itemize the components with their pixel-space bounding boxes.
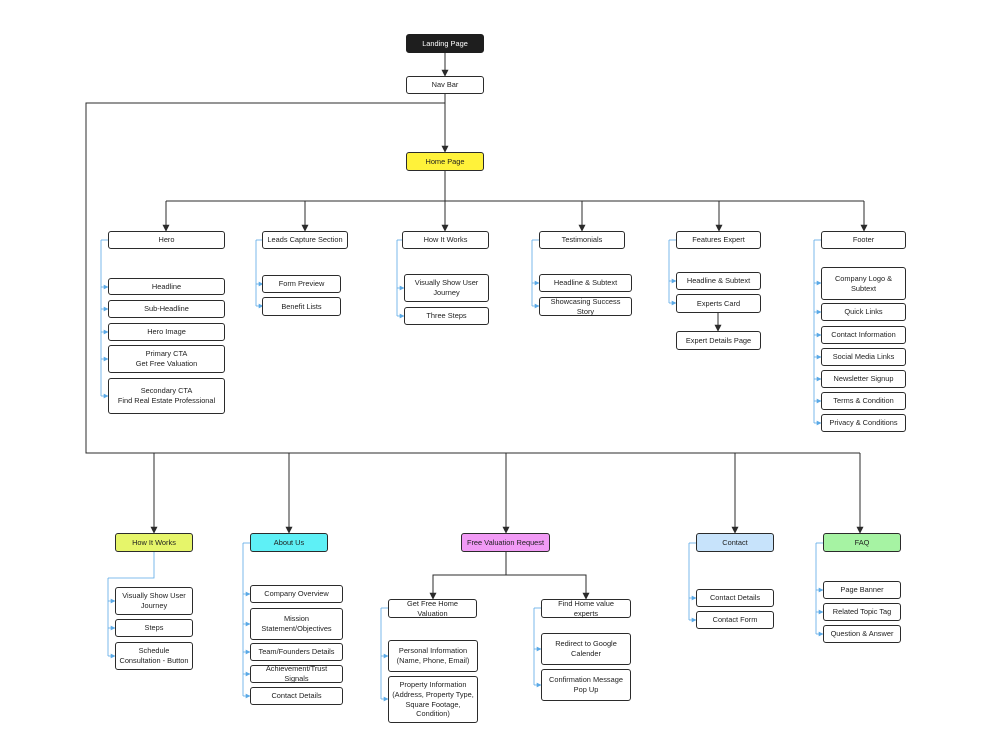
hiwp-bracket-top bbox=[108, 552, 155, 579]
footer-newsletter-node[interactable]: Newsletter Signup bbox=[821, 370, 906, 388]
hero-secondary-cta-node[interactable]: Secondary CTA Find Real Estate Professio… bbox=[108, 378, 225, 414]
home-page-node[interactable]: Home Page bbox=[406, 152, 484, 171]
footer-social-node[interactable]: Social Media Links bbox=[821, 348, 906, 366]
contact-details-node[interactable]: Contact Details bbox=[696, 589, 774, 607]
footer-logo-node[interactable]: Company Logo & Subtext bbox=[821, 267, 906, 300]
about-company-overview-node[interactable]: Company Overview bbox=[250, 585, 343, 603]
testimonials-success-story-node[interactable]: Showcasing Success Story bbox=[539, 297, 632, 316]
connectors bbox=[85, 53, 868, 702]
faq-page-node[interactable]: FAQ bbox=[823, 533, 901, 552]
features-expert-node[interactable]: Features Expert bbox=[676, 231, 761, 249]
connector-valuation-left bbox=[429, 552, 507, 600]
about-team-node[interactable]: Team/Founders Details bbox=[250, 643, 343, 661]
leads-capture-node[interactable]: Leads Capture Section bbox=[262, 231, 348, 249]
nav-bar-node[interactable]: Nav Bar bbox=[406, 76, 484, 94]
about-contact-details-node[interactable]: Contact Details bbox=[250, 687, 343, 705]
footer-quick-links-node[interactable]: Quick Links bbox=[821, 303, 906, 321]
hiw-visually-show-node[interactable]: Visually Show User Journey bbox=[404, 274, 489, 302]
benefit-lists-node[interactable]: Benefit Lists bbox=[262, 297, 341, 316]
about-achievement-node[interactable]: Achievement/Trust Signals bbox=[250, 664, 343, 683]
connector-valuation-right bbox=[506, 574, 590, 600]
footer-contact-info-node[interactable]: Contact Information bbox=[821, 326, 906, 344]
hero-subheadline-node[interactable]: Sub-Headline bbox=[108, 300, 225, 318]
hero-image-node[interactable]: Hero Image bbox=[108, 323, 225, 341]
testimonials-node[interactable]: Testimonials bbox=[539, 231, 625, 249]
personal-information-node[interactable]: Personal Information (Name, Phone, Email… bbox=[388, 640, 478, 672]
faq-related-topic-node[interactable]: Related Topic Tag bbox=[823, 603, 901, 621]
property-information-node[interactable]: Property Information (Address, Property … bbox=[388, 676, 478, 723]
redirect-google-calendar-node[interactable]: Redirect to Google Calender bbox=[541, 633, 631, 665]
experts-card-node[interactable]: Experts Card bbox=[676, 294, 761, 313]
find-home-value-experts-node[interactable]: Find Home value experts bbox=[541, 599, 631, 618]
connector-nav-loop bbox=[85, 102, 860, 454]
contact-page-node[interactable]: Contact bbox=[696, 533, 774, 552]
hiwp-schedule-node[interactable]: Schedule Consultation - Button bbox=[115, 642, 193, 670]
how-it-works-page-node[interactable]: How It Works bbox=[115, 533, 193, 552]
features-headline-node[interactable]: Headline & Subtext bbox=[676, 272, 761, 290]
testimonials-headline-node[interactable]: Headline & Subtext bbox=[539, 274, 632, 292]
form-preview-node[interactable]: Form Preview bbox=[262, 275, 341, 293]
expert-details-page-node[interactable]: Expert Details Page bbox=[676, 331, 761, 350]
faq-page-banner-node[interactable]: Page Banner bbox=[823, 581, 901, 599]
get-free-home-valuation-node[interactable]: Get Free Home Valuation bbox=[388, 599, 477, 618]
hero-headline-node[interactable]: Headline bbox=[108, 278, 225, 295]
contact-form-node[interactable]: Contact Form bbox=[696, 611, 774, 629]
confirmation-popup-node[interactable]: Confirmation Message Pop Up bbox=[541, 669, 631, 701]
hero-node[interactable]: Hero bbox=[108, 231, 225, 249]
free-valuation-request-node[interactable]: Free Valuation Request bbox=[461, 533, 550, 552]
hiwp-steps-node[interactable]: Steps bbox=[115, 619, 193, 637]
footer-terms-node[interactable]: Terms & Condition bbox=[821, 392, 906, 410]
about-us-node[interactable]: About Us bbox=[250, 533, 328, 552]
hero-primary-cta-node[interactable]: Primary CTA Get Free Valuation bbox=[108, 345, 225, 373]
footer-node[interactable]: Footer bbox=[821, 231, 906, 249]
hiw-three-steps-node[interactable]: Three Steps bbox=[404, 307, 489, 325]
about-mission-node[interactable]: Mission Statement/Objectives bbox=[250, 608, 343, 640]
landing-page-node[interactable]: Landing Page bbox=[406, 34, 484, 53]
footer-privacy-node[interactable]: Privacy & Conditions bbox=[821, 414, 906, 432]
hiwp-visually-show-node[interactable]: Visually Show User Journey bbox=[115, 587, 193, 615]
how-it-works-section-node[interactable]: How It Works bbox=[402, 231, 489, 249]
faq-question-answer-node[interactable]: Question & Answer bbox=[823, 625, 901, 643]
